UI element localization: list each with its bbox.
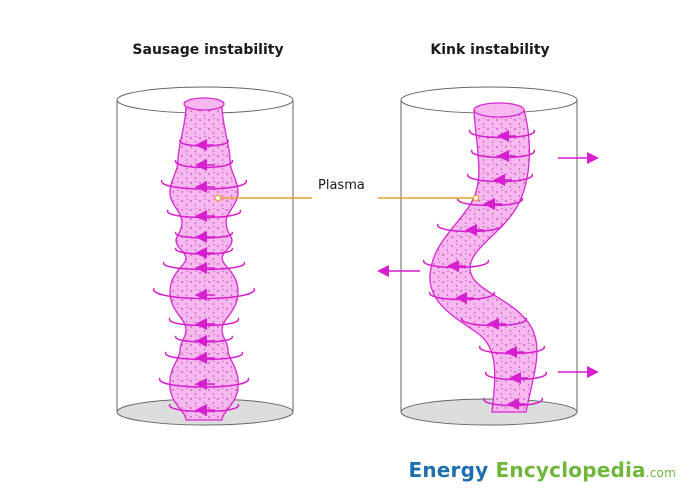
kink-plasma-column [429, 102, 538, 413]
brand-part2: Encyclopedia [495, 458, 646, 482]
kink-instability-title: Kink instability [430, 42, 550, 58]
plasma-leader-line [214, 194, 480, 202]
brand-part1: Energy [408, 458, 489, 482]
plasma-label: Plasma [318, 178, 365, 193]
kink-displacement-arrows [377, 152, 599, 378]
sausage-instability-title: Sausage instability [132, 42, 284, 58]
sausage-field-arrows [153, 139, 255, 416]
kink-field-arrows [423, 129, 547, 410]
brand-logo[interactable]: Energy Encyclopedia.com [408, 458, 676, 482]
brand-domain: .com [645, 466, 676, 480]
right-cylinder [400, 86, 578, 426]
